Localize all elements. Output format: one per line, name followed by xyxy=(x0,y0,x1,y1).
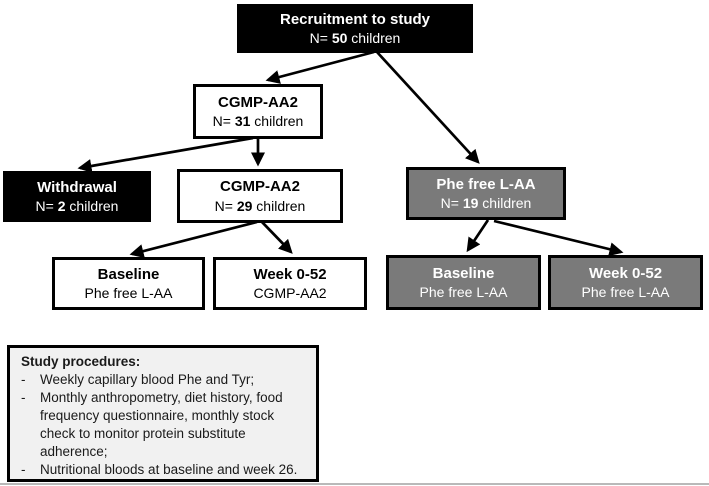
node-baseline1-sub: Phe free L-AA xyxy=(84,285,173,302)
procedure-text: Weekly capillary blood Phe and Tyr; xyxy=(40,372,255,388)
arrow-phefree-to-baseline xyxy=(466,219,490,253)
procedure-item: - Nutritional bloods at baseline and wee… xyxy=(21,461,308,479)
node-week1-sub: CGMP-AA2 xyxy=(253,285,327,302)
procedure-item: - Monthly anthropometry, diet history, f… xyxy=(21,389,308,461)
procedure-text: Monthly anthropometry, diet history, foo… xyxy=(40,390,283,460)
node-phefree-count: N= 19 children xyxy=(440,195,532,212)
arrow-cgmp29-to-baseline xyxy=(129,220,258,258)
bullet-dash: - xyxy=(21,461,26,477)
arrow-recruitment-to-cgmp31 xyxy=(265,50,375,84)
node-cgmp-aa2-31: CGMP-AA2 N= 31 children xyxy=(193,84,323,139)
node-cgmp29-title: CGMP-AA2 xyxy=(219,178,300,196)
node-withdrawal-count: N= 2 children xyxy=(35,198,119,215)
node-withdrawal: Withdrawal N= 2 children xyxy=(3,171,151,222)
procedure-text: Nutritional bloods at baseline and week … xyxy=(40,461,298,477)
node-phe-free-laa: Phe free L-AA N= 19 children xyxy=(406,167,566,220)
procedure-item: - Weekly capillary blood Phe and Tyr; xyxy=(21,371,308,389)
node-baseline1-title: Baseline xyxy=(97,265,160,283)
node-recruitment-count: N= 50 children xyxy=(309,30,401,47)
node-baseline-cgmp-arm: Baseline Phe free L-AA xyxy=(52,257,205,310)
study-procedures-title: Study procedures: xyxy=(21,354,141,369)
node-cgmp31-count: N= 31 children xyxy=(212,113,304,130)
node-baseline2-sub: Phe free L-AA xyxy=(419,284,508,301)
node-week052-laa-arm: Week 0-52 Phe free L-AA xyxy=(548,255,703,310)
node-cgmp29-count: N= 29 children xyxy=(214,197,306,214)
node-week052-cgmp-arm: Week 0-52 CGMP-AA2 xyxy=(213,257,367,310)
node-week2-title: Week 0-52 xyxy=(588,264,663,282)
bullet-dash: - xyxy=(21,390,26,406)
arrow-cgmp29-to-week052 xyxy=(261,221,293,254)
node-cgmp-aa2-29: CGMP-AA2 N= 29 children xyxy=(177,169,343,223)
arrow-cgmp31-to-withdrawal xyxy=(77,136,254,173)
node-phefree-title: Phe free L-AA xyxy=(436,175,536,193)
node-recruitment: Recruitment to study N= 50 children xyxy=(237,4,473,53)
node-withdrawal-title: Withdrawal xyxy=(37,178,117,196)
node-week1-title: Week 0-52 xyxy=(253,265,327,283)
bullet-dash: - xyxy=(21,372,26,388)
node-baseline2-title: Baseline xyxy=(432,264,495,282)
arrow-phefree-to-week052 xyxy=(493,219,624,257)
node-week2-sub: Phe free L-AA xyxy=(581,284,670,301)
node-cgmp31-title: CGMP-AA2 xyxy=(217,93,298,111)
node-baseline-laa-arm: Baseline Phe free L-AA xyxy=(386,255,541,310)
figure-bottom-rule xyxy=(0,483,709,485)
node-recruitment-title: Recruitment to study xyxy=(279,10,430,28)
study-procedures-box: Study procedures: - Weekly capillary blo… xyxy=(7,345,319,482)
arrow-recruitment-to-phefree xyxy=(376,51,480,164)
